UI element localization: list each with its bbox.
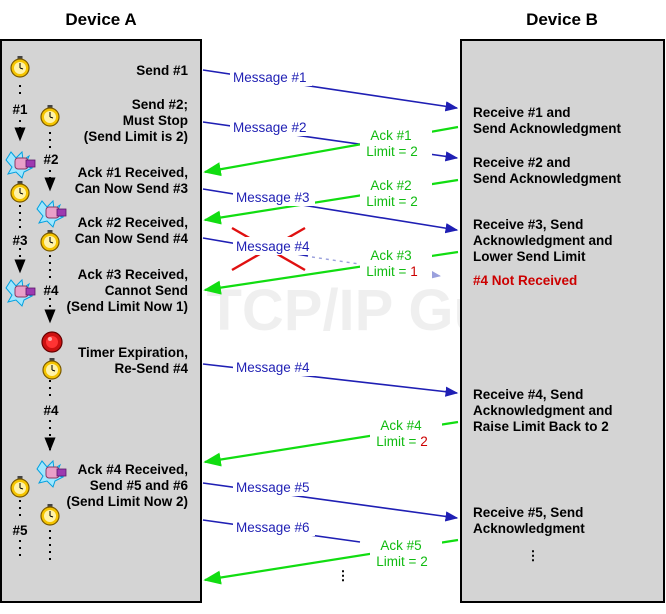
event-line: #4 Not Received [473, 273, 577, 288]
event-line: Re-Send #4 [114, 361, 188, 376]
event-line: Receive #4, Send [473, 387, 583, 402]
message-label: Message #1 [233, 70, 307, 85]
event-line: Acknowledgment and [473, 233, 613, 248]
timeline-label: #4 [43, 283, 59, 298]
ack-label: Ack #4 [380, 418, 422, 433]
message-label: Message #4 [236, 239, 310, 254]
continuation-ellipsis: ⋮ [526, 548, 540, 563]
continuation-ellipsis: ⋮ [336, 568, 350, 583]
message-label: Message #6 [236, 520, 310, 535]
alarm-icon [41, 331, 63, 353]
ack-limit: Limit = 2 [366, 144, 417, 159]
event-line: (Send Limit is 2) [84, 129, 188, 144]
ack-limit: Limit = 2 [376, 434, 427, 449]
event-line: Acknowledgment and [473, 403, 613, 418]
event-line: Send #5 and #6 [90, 478, 189, 493]
event-line: Ack #1 Received, [78, 165, 188, 180]
timeline-label: #4 [43, 403, 59, 418]
device-a-title: Device A [65, 10, 136, 29]
event-line: Send Acknowledgment [473, 121, 622, 136]
event-line: Can Now Send #4 [75, 231, 189, 246]
event-line: Send #1 [136, 63, 188, 78]
event-line: Receive #3, Send [473, 217, 583, 232]
device-a-panel [0, 39, 202, 603]
event-line: Receive #2 and [473, 155, 571, 170]
message-label: Message #3 [236, 190, 310, 205]
ack-labels: Ack #1 Limit = 2 Ack #2 Limit = 2 Ack #3… [360, 126, 442, 570]
event-line: Lower Send Limit [473, 249, 586, 264]
event-line: Cannot Send [105, 283, 188, 298]
device-b-panel [460, 39, 665, 603]
event-line: Ack #3 Received, [78, 267, 188, 282]
event-line: Receive #1 and [473, 105, 571, 120]
ack-limit: Limit = 1 [366, 264, 417, 279]
message-label: Message #2 [233, 120, 307, 135]
ack-limit: Limit = 2 [376, 554, 427, 569]
timeline-label: #3 [12, 233, 28, 248]
device-a-events: Send #1 Send #2; Must Stop (Send Limit i… [67, 63, 189, 509]
timeline-label: #5 [12, 523, 28, 538]
ack-label: Ack #1 [370, 128, 411, 143]
event-line: Must Stop [123, 113, 188, 128]
event-line: Send #2; [132, 97, 188, 112]
device-b-events: Receive #1 and Send Acknowledgment Recei… [473, 105, 622, 536]
event-line: Acknowledgment [473, 521, 585, 536]
event-line: Send Acknowledgment [473, 171, 622, 186]
timeline-label: #1 [12, 102, 28, 117]
event-line: Timer Expiration, [78, 345, 188, 360]
left-timeline [14, 85, 56, 560]
ack-label: Ack #2 [370, 178, 411, 193]
message-labels: Message #1 Message #2 Message #3 Message… [230, 68, 315, 536]
ack-label: Ack #3 [370, 248, 411, 263]
event-line: (Send Limit Now 1) [67, 299, 189, 314]
timeline-label: #2 [43, 152, 58, 167]
event-line: Can Now Send #3 [75, 181, 189, 196]
message-label: Message #5 [236, 480, 310, 495]
event-line: (Send Limit Now 2) [67, 494, 189, 509]
event-line: Ack #4 Received, [78, 462, 188, 477]
event-line: Receive #5, Send [473, 505, 583, 520]
ack-limit: Limit = 2 [366, 194, 417, 209]
event-line: Ack #2 Received, [78, 215, 188, 230]
ack-label: Ack #5 [380, 538, 421, 553]
message-label: Message #4 [236, 360, 310, 375]
event-line: Raise Limit Back to 2 [473, 419, 609, 434]
device-b-title: Device B [526, 10, 598, 29]
left-timeline-labels: #1 #2 #3 #4 #4 #5 [12, 102, 59, 538]
